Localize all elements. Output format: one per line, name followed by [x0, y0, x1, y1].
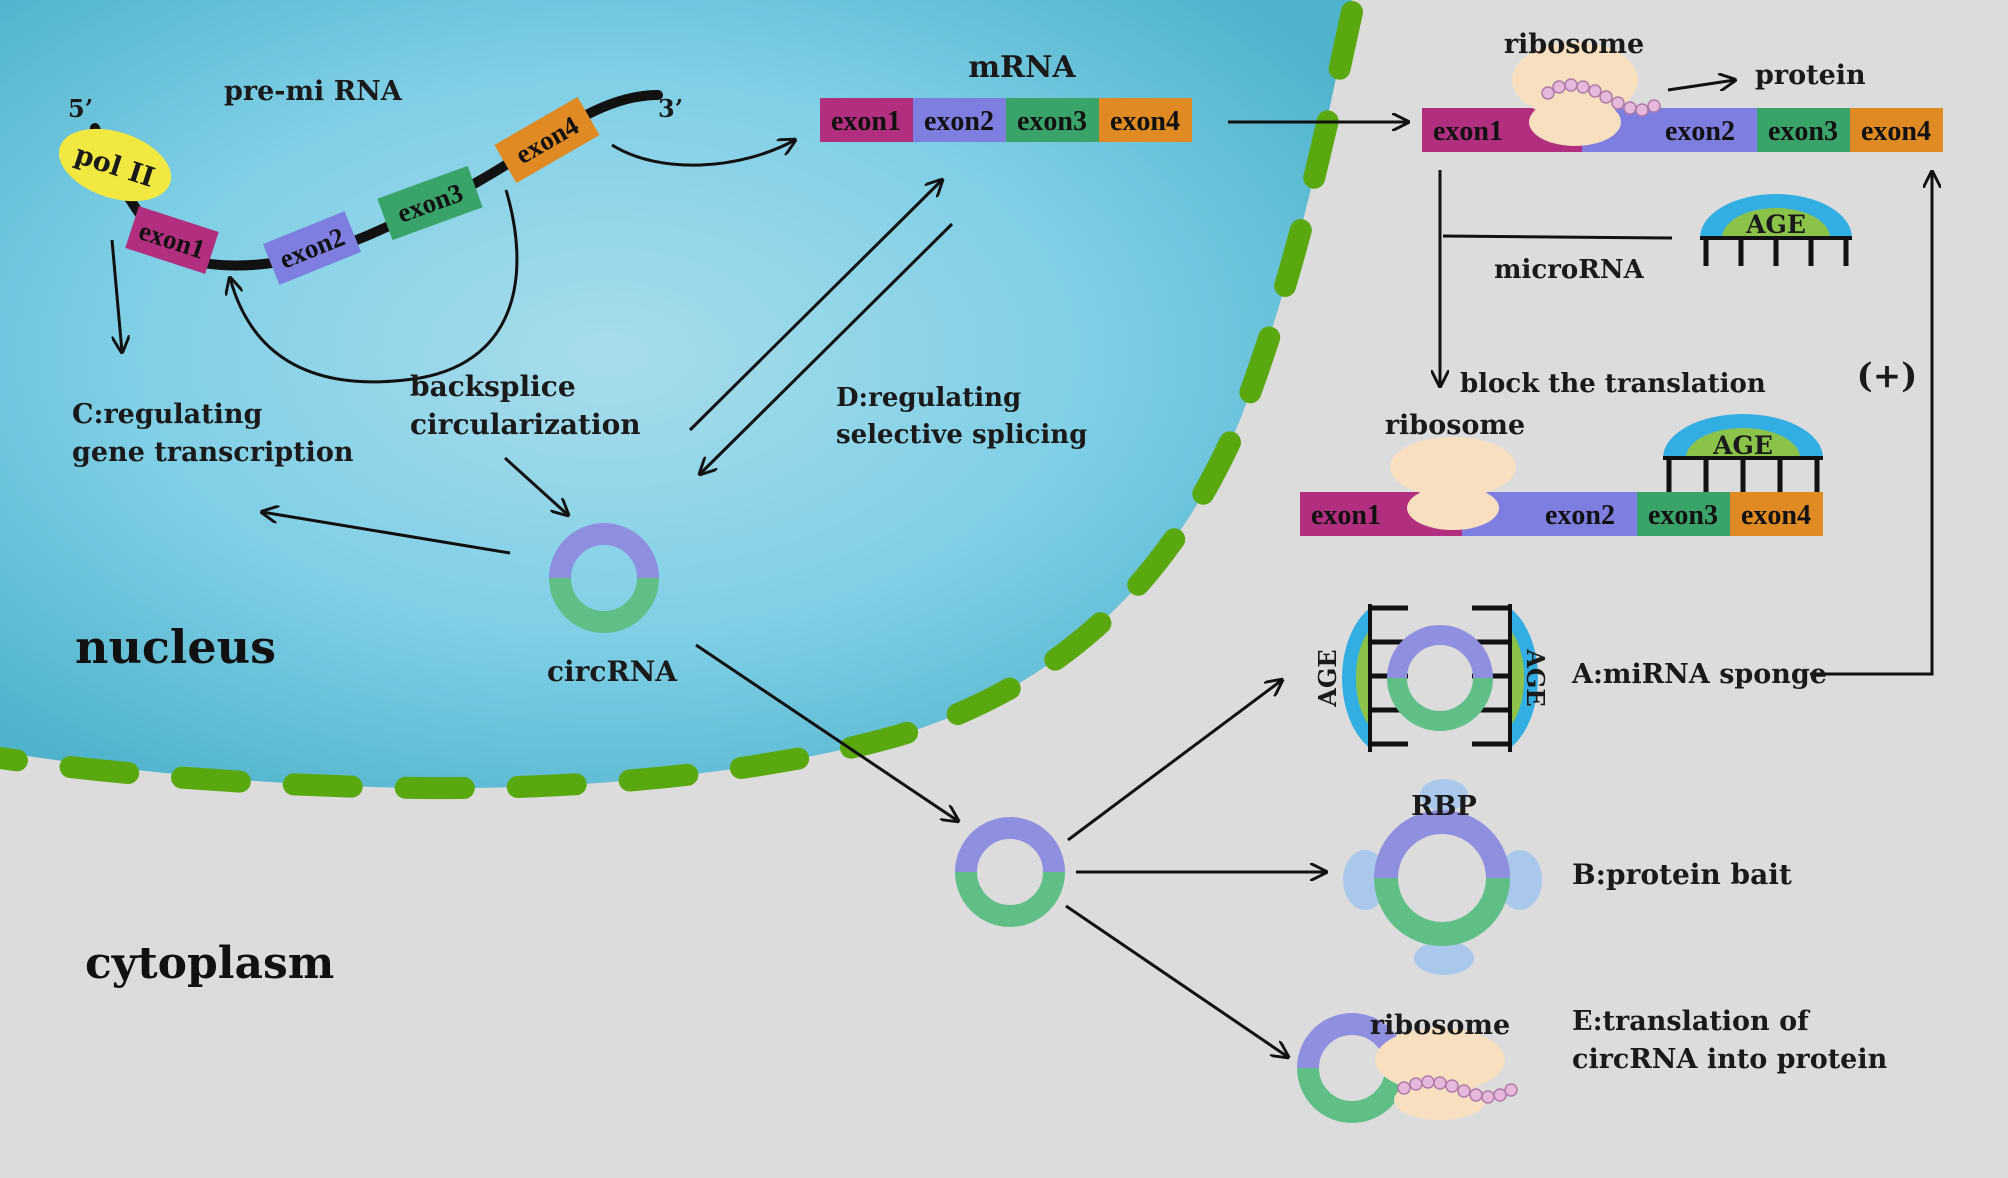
nuclear-circrna	[549, 523, 659, 633]
splicing-arrow-up	[688, 180, 942, 432]
microrna-molecule: AGE	[1700, 194, 1852, 266]
svg-text:exon4: exon4	[1110, 106, 1180, 137]
regulating-transcription-line1: C:regulating	[72, 399, 262, 430]
microrna-label: microRNA	[1494, 255, 1645, 285]
svg-text:exon3: exon3	[1648, 500, 1718, 531]
mirna-sponge-label: A:miRNA sponge	[1571, 659, 1827, 690]
svg-text:exon3: exon3	[1017, 106, 1087, 137]
ribosome-label-circ: ribosome	[1370, 1010, 1510, 1041]
rbp-label: RBP	[1411, 791, 1477, 822]
protein-arrow	[1667, 80, 1735, 92]
svg-text:exon4: exon4	[1741, 500, 1811, 531]
sponge-feedback-arrow	[1810, 172, 1932, 676]
backsplice-loop-arrow	[230, 189, 519, 384]
translation-label-line1: E:translation of	[1572, 1006, 1811, 1037]
cytoplasm-label: cytoplasm	[85, 938, 334, 989]
svg-text:exon1: exon1	[831, 106, 901, 137]
splicing-arrow-down	[700, 222, 954, 474]
regulating-transcription-line2: gene transcription	[72, 437, 354, 468]
circrna-translation	[1297, 1013, 1518, 1123]
age-label-microrna: AGE	[1745, 210, 1806, 239]
pre-mi-rna-label: pre-mi RNA	[224, 76, 403, 107]
blocked-mrna: exon1 exon2 exon3 exon4	[1300, 492, 1823, 536]
block-translation-label: block the translation	[1460, 369, 1766, 399]
to-translation-arrow	[1065, 904, 1288, 1057]
pol-ii-enzyme: pol II	[58, 128, 172, 202]
circularization-arrow	[503, 456, 568, 515]
ribosome-blocked	[1390, 437, 1516, 530]
transcription-arrow	[110, 239, 122, 352]
svg-text:exon2: exon2	[924, 106, 994, 137]
positive-effect-label: (+)	[1857, 356, 1918, 396]
protein-bait-label: B:protein bait	[1572, 858, 1792, 891]
microrna-bound: AGE	[1663, 414, 1823, 492]
svg-text:exon2: exon2	[1665, 116, 1735, 147]
backsplice-label-line1: backsplice	[410, 370, 576, 403]
to-sponge-arrow	[1067, 680, 1282, 842]
nucleus-region	[0, 0, 1352, 789]
svg-text:exon1: exon1	[1311, 500, 1381, 531]
protein-label: protein	[1755, 60, 1866, 91]
three-prime-label: 3’	[658, 94, 683, 123]
five-prime-label: 5’	[68, 94, 93, 123]
regulating-splicing-line2: selective splicing	[836, 420, 1087, 450]
circrna-to-transcription-arrow	[262, 512, 511, 555]
mirna-sponge: AGE AGE	[1313, 604, 1550, 752]
age-label-sponge-left: AGE	[1313, 649, 1342, 707]
translation-label-line2: circRNA into protein	[1572, 1044, 1888, 1075]
age-label-sponge-right: AGE	[1521, 648, 1550, 706]
protein-bait	[1343, 779, 1542, 975]
nuclear-membrane	[0, 1, 1363, 800]
pre-mrna-to-mrna-arrow	[611, 140, 795, 167]
cytoplasmic-circrna	[955, 817, 1065, 927]
svg-text:exon4: exon4	[1861, 116, 1931, 147]
svg-text:exon3: exon3	[1768, 116, 1838, 147]
regulating-splicing-line1: D:regulating	[836, 383, 1021, 413]
backsplice-label-line2: circularization	[410, 408, 641, 441]
ribosome-label-blocked: ribosome	[1385, 410, 1525, 441]
nuclear-mrna: exon1 exon2 exon3 exon4	[820, 98, 1192, 142]
nascent-peptide-top	[1541, 78, 1661, 117]
translating-mrna: exon1 exon2 exon3 exon4	[1422, 108, 1943, 152]
export-arrow	[695, 643, 958, 821]
nucleus-label: nucleus	[75, 620, 276, 674]
age-label-bound: AGE	[1712, 431, 1773, 460]
svg-text:exon2: exon2	[1545, 500, 1615, 531]
microrna-binding-line	[1442, 234, 1673, 240]
svg-text:exon1: exon1	[1433, 116, 1503, 147]
circrna-label: circRNA	[547, 655, 678, 688]
ribosome-label-top: ribosome	[1504, 29, 1644, 60]
mrna-label: mRNA	[968, 50, 1076, 85]
